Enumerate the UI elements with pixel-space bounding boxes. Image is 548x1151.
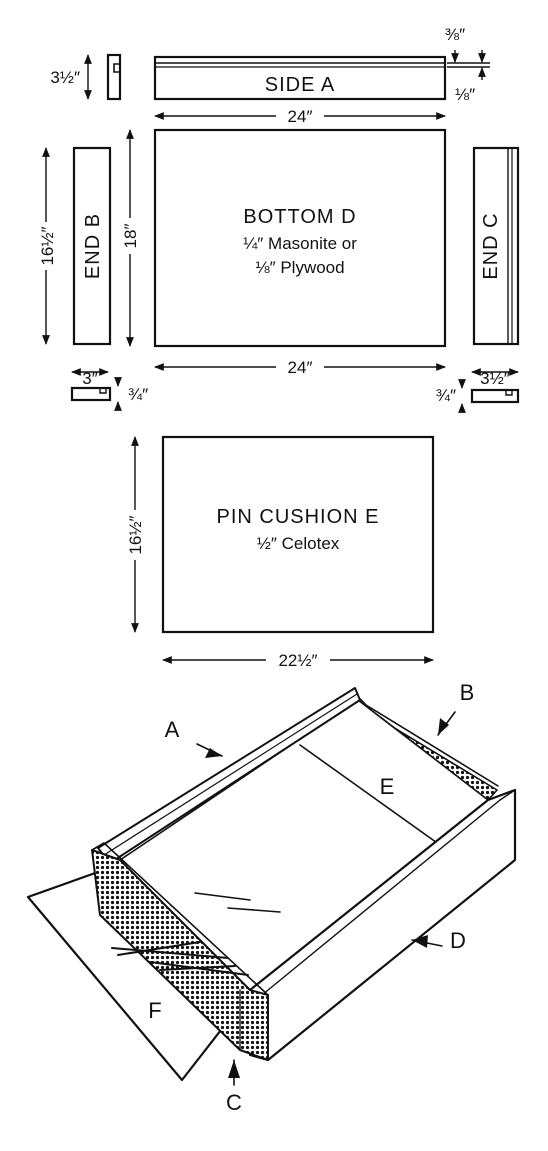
bottom-d-title: BOTTOM D	[243, 206, 356, 228]
end-b-thickness-label: ¾″	[128, 385, 148, 404]
end-b-piece: END B 16½″ 3″ ¾″	[34, 146, 148, 411]
assembly-label-f: F	[148, 998, 161, 1023]
pin-cushion-height-gap	[123, 510, 147, 560]
end-b-length-label: 16½″	[38, 226, 57, 265]
bottom-d-piece: BOTTOM D ¼″ Masonite or ⅛″ Plywood 18″ 2…	[120, 128, 447, 377]
side-d-wall	[248, 788, 517, 1062]
scribble-marks	[111, 941, 249, 976]
side-a-profile	[106, 53, 122, 101]
pin-cushion-material: ½″ Celotex	[257, 534, 340, 553]
end-c-profile-groove	[505, 390, 513, 396]
bottom-d-material-1: ¼″ Masonite or	[243, 234, 357, 253]
end-c-profile	[470, 388, 520, 404]
assembly-label-a: A	[165, 717, 180, 742]
side-a-groove-depth-label: ⅛″	[455, 85, 475, 104]
assembly-label-b: B	[460, 680, 475, 705]
side-a-profile-groove	[113, 63, 120, 73]
pin-cushion-e-piece: PIN CUSHION E ½″ Celotex 16½″ 22½″	[123, 435, 435, 670]
end-c-title: END C	[480, 212, 502, 279]
end-b-profile-groove	[99, 388, 107, 394]
side-a-length-label: 24″	[288, 107, 313, 126]
pin-cushion-edge	[299, 744, 441, 846]
pin-cushion-height-label: 16½″	[126, 515, 145, 554]
assembly-label-c: C	[226, 1090, 242, 1115]
end-b-length-gap	[34, 222, 58, 270]
arrow-c-head	[228, 1060, 240, 1078]
end-c-wall	[91, 849, 269, 1061]
side-a-title: SIDE A	[265, 74, 335, 96]
bottom-d-height-gap	[120, 218, 142, 254]
pin-cushion-width-label: 22½″	[278, 651, 317, 670]
bottom-d-board	[153, 128, 447, 348]
bottom-d-material-2: ⅛″ Plywood	[255, 258, 344, 277]
assembly-label-d: D	[450, 928, 466, 953]
side-d-corner-top	[499, 789, 516, 801]
end-c-piece: END C 3½″ ¾″	[436, 146, 520, 413]
assembly-drawing: A B C D E F	[26, 680, 517, 1115]
pin-cushion-width-gap	[266, 650, 330, 668]
end-c-profile-width-label: 3½″	[480, 369, 510, 388]
end-b-board	[72, 146, 112, 346]
end-c-thickness-label: ¾″	[436, 386, 456, 405]
end-c-top-edge	[91, 842, 269, 996]
bottom-d-width-label: 24″	[288, 358, 313, 377]
side-a-board	[153, 55, 447, 101]
arrow-d-head	[412, 935, 428, 948]
arrow-a-head	[205, 748, 222, 758]
arrow-b-head	[438, 718, 449, 735]
end-b-profile-width-label: 3″	[82, 369, 97, 388]
end-b-profile	[70, 386, 112, 402]
bottom-d-height-label: 18″	[121, 224, 140, 249]
side-a-height-label: 3½″	[50, 68, 80, 87]
floor-marks	[194, 892, 281, 913]
bottom-d-width-gap	[276, 357, 324, 375]
side-a-length-gap	[276, 106, 324, 124]
side-d-top-inner	[261, 799, 501, 996]
end-b-title: END B	[82, 213, 104, 279]
assembly-label-e: E	[380, 774, 395, 799]
end-c-board	[472, 146, 520, 346]
side-a-piece: 3½″ SIDE A ⅜″ ⅛″ 24″	[50, 25, 490, 126]
side-a-top-line	[103, 693, 358, 856]
side-a-groove-width-label: ⅜″	[445, 25, 465, 44]
pin-cushion-board	[161, 435, 435, 634]
pin-cushion-title: PIN CUSHION E	[216, 506, 379, 528]
